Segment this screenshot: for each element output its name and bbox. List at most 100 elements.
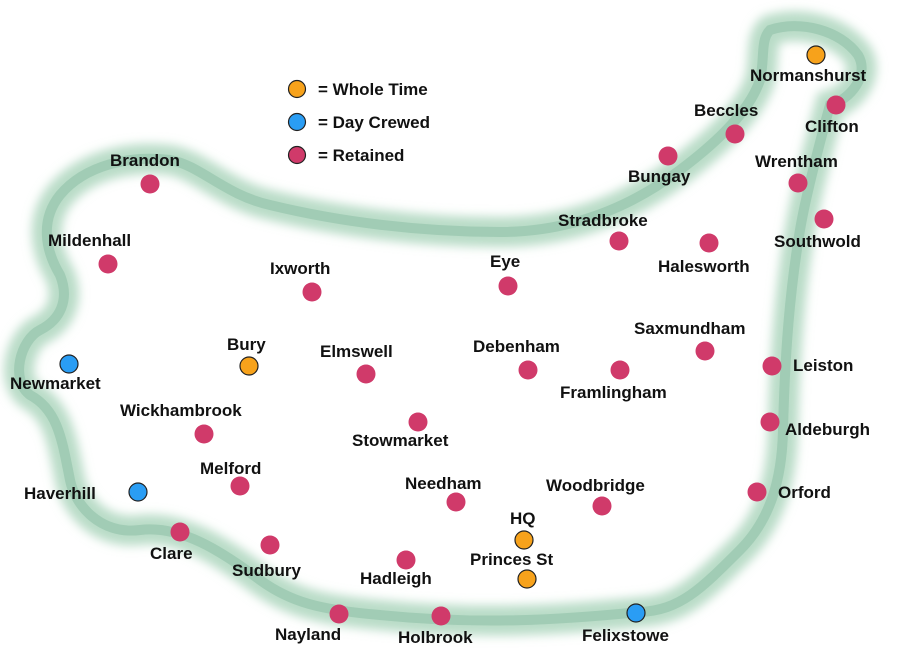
station-ixworth[interactable]: Ixworth xyxy=(270,259,330,302)
station-label-felixstowe: Felixstowe xyxy=(582,626,669,645)
station-marker-needham[interactable] xyxy=(446,492,466,512)
station-label-beccles: Beccles xyxy=(694,101,758,120)
station-nayland[interactable]: Nayland xyxy=(275,604,349,645)
station-label-melford: Melford xyxy=(200,459,261,478)
legend-label-day-crewed: = Day Crewed xyxy=(318,113,430,132)
station-marker-bungay[interactable] xyxy=(658,146,678,166)
station-haverhill[interactable]: Haverhill xyxy=(24,482,148,503)
station-label-eye: Eye xyxy=(490,252,520,271)
station-framlingham[interactable]: Framlingham xyxy=(560,360,667,403)
station-marker-wickhambrook[interactable] xyxy=(194,424,214,444)
station-marker-framlingham[interactable] xyxy=(610,360,630,380)
legend-label-whole-time: = Whole Time xyxy=(318,80,428,99)
station-southwold[interactable]: Southwold xyxy=(774,209,861,252)
legend-label-retained: = Retained xyxy=(318,146,404,165)
legend-swatch-whole-time xyxy=(287,79,307,99)
legend-swatch-day-crewed xyxy=(287,112,307,132)
station-marker-hadleigh[interactable] xyxy=(396,550,416,570)
station-label-princes-st: Princes St xyxy=(470,550,553,569)
station-marker-clifton[interactable] xyxy=(826,95,846,115)
station-brandon[interactable]: Brandon xyxy=(110,151,180,194)
station-clare[interactable]: Clare xyxy=(150,522,193,564)
station-marker-hq[interactable] xyxy=(514,530,534,550)
station-label-newmarket: Newmarket xyxy=(10,374,101,393)
station-clifton[interactable]: Clifton xyxy=(805,95,859,137)
station-marker-saxmundham[interactable] xyxy=(695,341,715,361)
station-marker-aldeburgh[interactable] xyxy=(760,412,780,432)
station-bungay[interactable]: Bungay xyxy=(628,146,691,187)
station-label-southwold: Southwold xyxy=(774,232,861,251)
station-label-mildenhall: Mildenhall xyxy=(48,231,131,250)
station-marker-brandon[interactable] xyxy=(140,174,160,194)
station-label-wickhambrook: Wickhambrook xyxy=(120,401,242,420)
station-marker-eye[interactable] xyxy=(498,276,518,296)
legend: = Whole Time = Day Crewed = Retained xyxy=(287,79,430,165)
station-wickhambrook[interactable]: Wickhambrook xyxy=(120,401,242,444)
station-marker-sudbury[interactable] xyxy=(260,535,280,555)
station-label-halesworth: Halesworth xyxy=(658,257,750,276)
station-wrentham[interactable]: Wrentham xyxy=(755,152,838,193)
station-label-normanshurst: Normanshurst xyxy=(750,66,867,85)
station-label-leiston: Leiston xyxy=(793,356,853,375)
station-stowmarket[interactable]: Stowmarket xyxy=(352,412,449,451)
station-marker-mildenhall[interactable] xyxy=(98,254,118,274)
station-leiston[interactable]: Leiston xyxy=(762,356,854,376)
station-eye[interactable]: Eye xyxy=(490,252,520,296)
station-marker-beccles[interactable] xyxy=(725,124,745,144)
station-marker-debenham[interactable] xyxy=(518,360,538,380)
station-princes-st[interactable]: Princes St xyxy=(470,550,553,589)
station-marker-southwold[interactable] xyxy=(814,209,834,229)
station-label-holbrook: Holbrook xyxy=(398,628,473,647)
station-marker-elmswell[interactable] xyxy=(356,364,376,384)
station-marker-leiston[interactable] xyxy=(762,356,782,376)
station-aldeburgh[interactable]: Aldeburgh xyxy=(760,412,871,440)
station-label-hq: HQ xyxy=(510,509,536,528)
station-label-clare: Clare xyxy=(150,544,193,563)
station-marker-holbrook[interactable] xyxy=(431,606,451,626)
station-elmswell[interactable]: Elmswell xyxy=(320,342,393,384)
station-marker-haverhill[interactable] xyxy=(128,482,148,502)
station-marker-ixworth[interactable] xyxy=(302,282,322,302)
station-label-framlingham: Framlingham xyxy=(560,383,667,402)
station-marker-melford[interactable] xyxy=(230,476,250,496)
station-beccles[interactable]: Beccles xyxy=(694,101,758,144)
station-woodbridge[interactable]: Woodbridge xyxy=(546,476,645,516)
station-halesworth[interactable]: Halesworth xyxy=(658,233,750,277)
station-bury[interactable]: Bury xyxy=(227,335,266,376)
station-marker-wrentham[interactable] xyxy=(788,173,808,193)
station-label-haverhill: Haverhill xyxy=(24,484,96,503)
station-holbrook[interactable]: Holbrook xyxy=(398,606,473,648)
station-marker-normanshurst[interactable] xyxy=(806,45,826,65)
station-saxmundham[interactable]: Saxmundham xyxy=(634,319,745,361)
station-marker-stowmarket[interactable] xyxy=(408,412,428,432)
station-normanshurst[interactable]: Normanshurst xyxy=(750,45,867,85)
station-marker-woodbridge[interactable] xyxy=(592,496,612,516)
station-label-brandon: Brandon xyxy=(110,151,180,170)
station-marker-halesworth[interactable] xyxy=(699,233,719,253)
station-marker-princes-st[interactable] xyxy=(517,569,537,589)
station-marker-bury[interactable] xyxy=(239,356,259,376)
station-marker-orford[interactable] xyxy=(747,482,767,502)
station-label-aldeburgh: Aldeburgh xyxy=(785,420,870,439)
county-outline xyxy=(4,11,877,636)
station-hadleigh[interactable]: Hadleigh xyxy=(360,550,432,589)
station-marker-stradbroke[interactable] xyxy=(609,231,629,251)
station-orford[interactable]: Orford xyxy=(747,482,831,503)
station-sudbury[interactable]: Sudbury xyxy=(232,535,301,581)
station-needham[interactable]: Needham xyxy=(405,474,482,512)
station-newmarket[interactable]: Newmarket xyxy=(10,354,101,393)
station-marker-felixstowe[interactable] xyxy=(626,603,646,623)
station-label-orford: Orford xyxy=(778,483,831,502)
station-debenham[interactable]: Debenham xyxy=(473,337,560,380)
station-stradbroke[interactable]: Stradbroke xyxy=(558,211,648,251)
station-mildenhall[interactable]: Mildenhall xyxy=(48,231,131,274)
station-hq[interactable]: HQ xyxy=(510,509,536,550)
station-label-woodbridge: Woodbridge xyxy=(546,476,645,495)
station-marker-nayland[interactable] xyxy=(329,604,349,624)
station-marker-clare[interactable] xyxy=(170,522,190,542)
station-marker-newmarket[interactable] xyxy=(59,354,79,374)
station-label-stradbroke: Stradbroke xyxy=(558,211,648,230)
station-felixstowe[interactable]: Felixstowe xyxy=(582,603,669,645)
station-melford[interactable]: Melford xyxy=(200,459,261,496)
